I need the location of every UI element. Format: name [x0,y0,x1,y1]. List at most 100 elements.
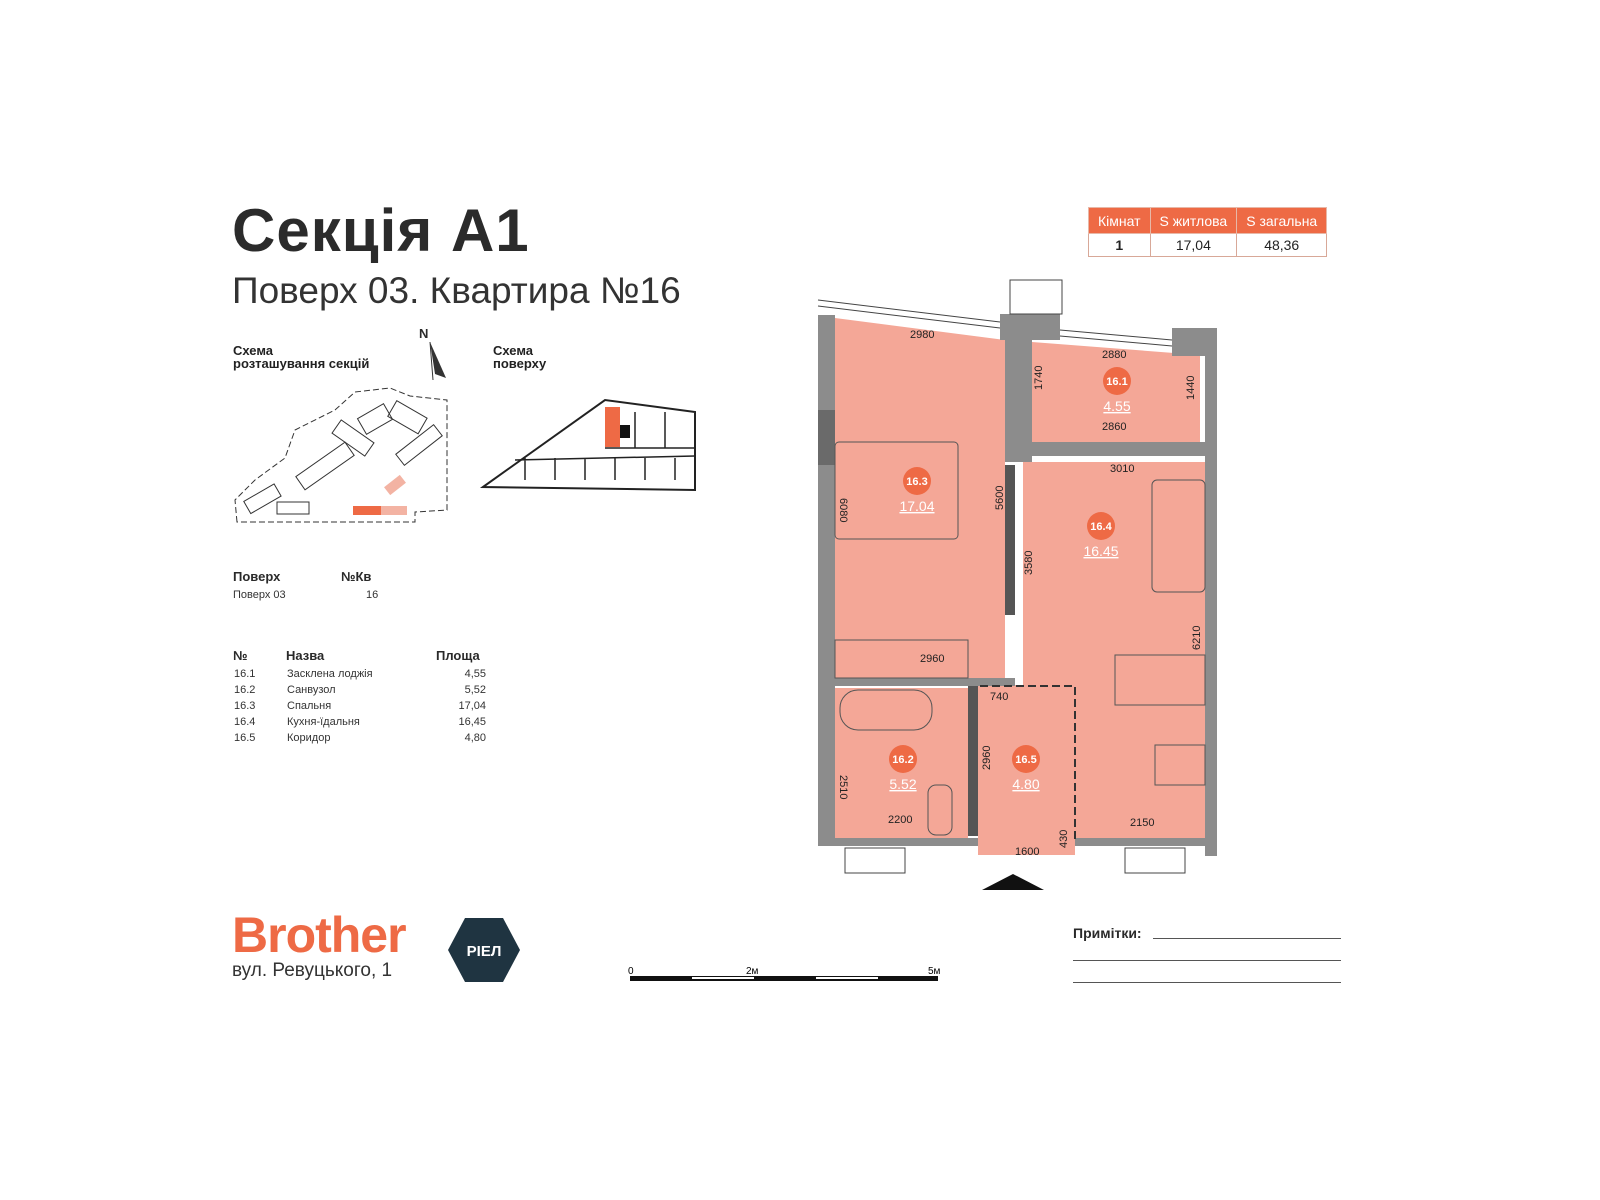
section-a1-highlight [353,506,381,515]
room-area-label: 4.55 [1103,398,1130,414]
entrance-arrow-icon [982,874,1044,890]
dimension-label: 5600 [994,486,1006,510]
north-label: N [419,326,429,341]
room-labels: 16.1 4.55 16.3 17.04 16.4 16.45 16.2 5.52 16.5 4.… [889,367,1131,792]
sofa-icon [1151,479,1206,593]
room-id: 16.1 [1106,376,1127,388]
floor-plan-scheme [479,398,696,492]
dimension-label: 2960 [981,746,993,770]
brand-logo: Brother [232,907,407,963]
rooms-col-area: Площа [436,648,480,663]
col-rooms: Кімнат [1088,207,1151,234]
room-number: 16.3 [234,700,256,712]
notes-line[interactable] [1073,960,1341,961]
wardrobe-icon [834,639,969,679]
dimension-label: 1440 [1185,376,1197,400]
apartment-highlight [605,407,620,447]
dimension-label: 2150 [1130,817,1154,829]
notes-line[interactable] [1153,938,1341,939]
section-a2 [381,506,407,515]
room-number: 16.1 [234,668,256,680]
rooms-col-name: Назва [286,648,325,663]
scheme-maps [234,341,696,523]
furniture [834,441,1206,840]
rooms-count: 1 [1088,233,1151,257]
bathtub-icon [839,689,933,731]
dimension-label: 6080 [837,498,849,522]
room-badge [1103,367,1131,395]
page-title: Секція А1 [232,197,530,264]
stove-icon [1154,744,1206,786]
room-area-label: 4.80 [1012,776,1039,792]
room-number: 16.4 [234,716,256,728]
apt-value: 16 [366,589,379,601]
room-badge [903,467,931,495]
address: вул. Ревуцького, 1 [232,960,393,981]
room-badge [889,745,917,773]
col-living-area: S житлова [1149,207,1238,234]
riel-badge: РІЕЛ [448,918,520,982]
dimension-label: 430 [1058,830,1070,848]
room-number: 16.5 [234,732,256,744]
room-badge [1012,745,1040,773]
room-name: Спальня [287,700,332,712]
room-16-3-fill [835,318,1005,678]
total-area: 48,36 [1236,233,1328,257]
dimension-label: 1740 [1033,366,1045,390]
room-area: 17,04 [458,700,486,712]
dimension-label: 740 [990,691,1008,703]
dimension-label: 2200 [888,814,912,826]
section-a3 [384,474,406,496]
room-area: 5,52 [464,684,486,696]
room-area: 4,80 [464,732,486,744]
dimension-label: 2960 [920,653,944,665]
room-number: 16.2 [234,684,256,696]
dining-table-icon [1114,654,1206,706]
window-frames [817,279,1186,874]
room-area: 16,45 [458,716,486,728]
floor-header: Поверх [233,569,281,584]
dimension-label: 2980 [910,329,934,341]
notes-line[interactable] [1073,982,1341,983]
scale-5m: 5м [928,966,941,977]
room-id: 16.3 [906,476,927,488]
col-total-area: S загальна [1236,207,1328,234]
room-area-label: 17.04 [899,498,934,514]
scale-bar: 0 2м 5м [628,966,941,981]
room-area: 4,55 [464,668,486,680]
room-name: Засклена лоджія [287,668,373,680]
scale-0: 0 [628,966,634,977]
dimension-label: 3580 [1023,551,1035,575]
dimension-label: 6210 [1191,626,1203,650]
room-area-label: 16.45 [1083,543,1118,559]
room-badge [1087,512,1115,540]
compass-arrow-icon [429,341,446,381]
site-plan [234,387,448,523]
walls [818,314,1217,856]
dimension-label: 1600 [1015,846,1039,858]
room-area-label: 5.52 [889,776,916,792]
room-name: Кухня-їдальня [287,716,360,728]
floor-value: Поверх 03 [233,589,286,601]
dimension-label: 2880 [1102,349,1126,361]
dimension-label: 2510 [837,775,849,799]
living-area: 17,04 [1149,233,1238,257]
scale-2m: 2м [746,966,759,977]
dimension-label: 3010 [1110,463,1134,475]
room-id: 16.2 [892,754,913,766]
rooms-col-no: № [233,648,248,663]
bed-icon [834,441,959,540]
room-name: Коридор [287,732,331,744]
svg-text:РІЕЛ: РІЕЛ [467,943,502,960]
room-id: 16.4 [1090,521,1112,533]
apt-header: №Кв [341,569,372,584]
page-subtitle: Поверх 03. Квартира №16 [232,270,681,311]
room-name: Санвузол [287,684,336,696]
room-id: 16.5 [1015,754,1036,766]
notes-label: Примітки: [1073,925,1142,941]
